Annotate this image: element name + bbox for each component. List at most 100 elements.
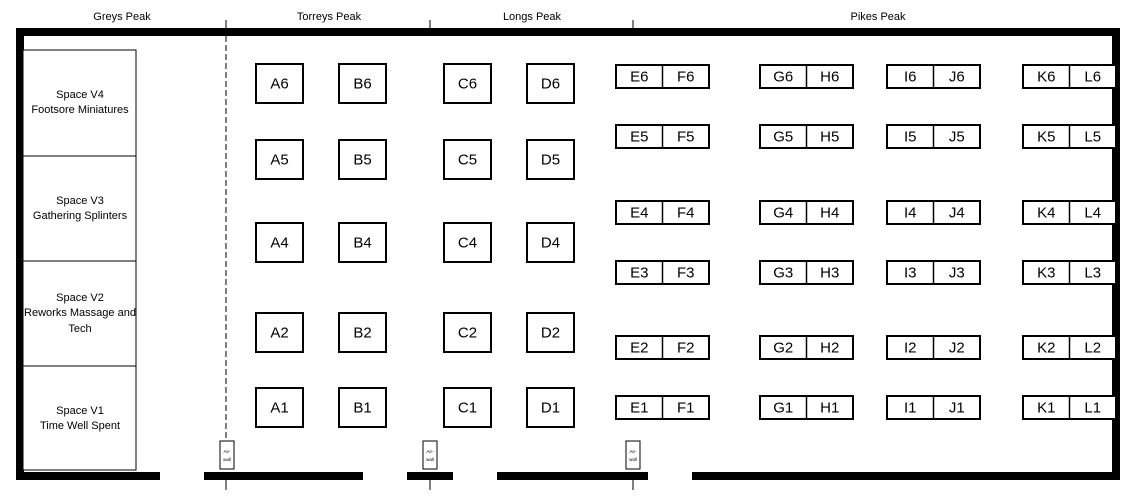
table-b1[interactable]: B1 [338,387,387,428]
table-outline [443,139,492,180]
air-wall-box [625,440,641,470]
table-label: B6 [353,76,371,93]
table-label: G6 [773,69,793,86]
table-label: A2 [270,325,288,342]
table-b4[interactable]: B4 [338,222,387,263]
table-label: K4 [1037,205,1055,222]
room-label-greys-peak: Greys Peak [93,11,151,23]
table-outline [443,312,492,353]
room-label-torreys-peak: Torreys Peak [297,11,362,23]
table-label: E1 [630,400,648,417]
table-label: G2 [773,340,793,357]
vendor-space-v4[interactable]: Space V4 Footsore Miniatures [31,89,129,116]
table-label: I2 [904,340,917,357]
table-pair-g2-h2[interactable]: G2 H2 [759,335,854,360]
table-a2[interactable]: A2 [255,312,304,353]
table-label: B5 [353,152,371,169]
table-d2[interactable]: D2 [526,312,575,353]
table-label: D6 [541,76,560,93]
table-d4[interactable]: D4 [526,222,575,263]
table-label: L2 [1084,340,1101,357]
table-label: C6 [458,76,477,93]
table-d5[interactable]: D5 [526,139,575,180]
table-b6[interactable]: B6 [338,63,387,104]
table-a4[interactable]: A4 [255,222,304,263]
vendor-space-v1[interactable]: Space V1 Time Well Spent [40,405,120,432]
air-wall-label: wall [223,457,231,462]
air-wall-marker: Air- wall [625,440,641,490]
air-wall-label: Air- [224,449,231,454]
table-c5[interactable]: C5 [443,139,492,180]
air-wall-marker: Air- wall [219,440,235,490]
table-b5[interactable]: B5 [338,139,387,180]
table-outline [526,222,575,263]
table-b2[interactable]: B2 [338,312,387,353]
table-outline [443,222,492,263]
table-label: K3 [1037,265,1055,282]
table-label: G5 [773,129,793,146]
table-pair-i5-j5[interactable]: I5 J5 [886,124,981,149]
table-outline [338,387,387,428]
table-outline [338,63,387,104]
table-label: A4 [270,235,288,252]
vendor-spaces: Space V4 Footsore Miniatures Space V3 Ga… [22,49,137,471]
table-c1[interactable]: C1 [443,387,492,428]
table-label: I3 [904,265,917,282]
table-label: C2 [458,325,477,342]
table-a5[interactable]: A5 [255,139,304,180]
left-wall [16,28,24,480]
vendor-space-v2[interactable]: Space V2 Reworks Massage and Tech [24,292,136,335]
table-label: B1 [353,400,371,417]
table-label: G3 [773,265,793,282]
air-wall-label: wall [629,457,637,462]
vendor-space-v3[interactable]: Space V3 Gathering Splinters [33,195,128,222]
table-label: B4 [353,235,371,252]
table-label: I1 [904,400,917,417]
table-label: J6 [949,69,965,86]
room-labels: Greys Peak Torreys Peak Longs Peak Pikes… [93,11,906,23]
table-label: C1 [458,400,477,417]
table-label: K5 [1037,129,1055,146]
table-d1[interactable]: D1 [526,387,575,428]
bottom-wall-segment [497,472,648,480]
air-wall-label: Air- [427,449,434,454]
table-label: D4 [541,235,560,252]
table-c4[interactable]: C4 [443,222,492,263]
table-a1[interactable]: A1 [255,387,304,428]
table-c6[interactable]: C6 [443,63,492,104]
vendor-space-id: Space V2 [56,292,104,304]
table-label: H1 [820,400,839,417]
table-outline [526,312,575,353]
table-label: H2 [820,340,839,357]
table-label: G4 [773,205,793,222]
table-a6[interactable]: A6 [255,63,304,104]
table-label: J5 [949,129,965,146]
table-d6[interactable]: D6 [526,63,575,104]
table-c2[interactable]: C2 [443,312,492,353]
right-wall [1112,28,1120,480]
table-outline [255,222,304,263]
table-label: I5 [904,129,917,146]
